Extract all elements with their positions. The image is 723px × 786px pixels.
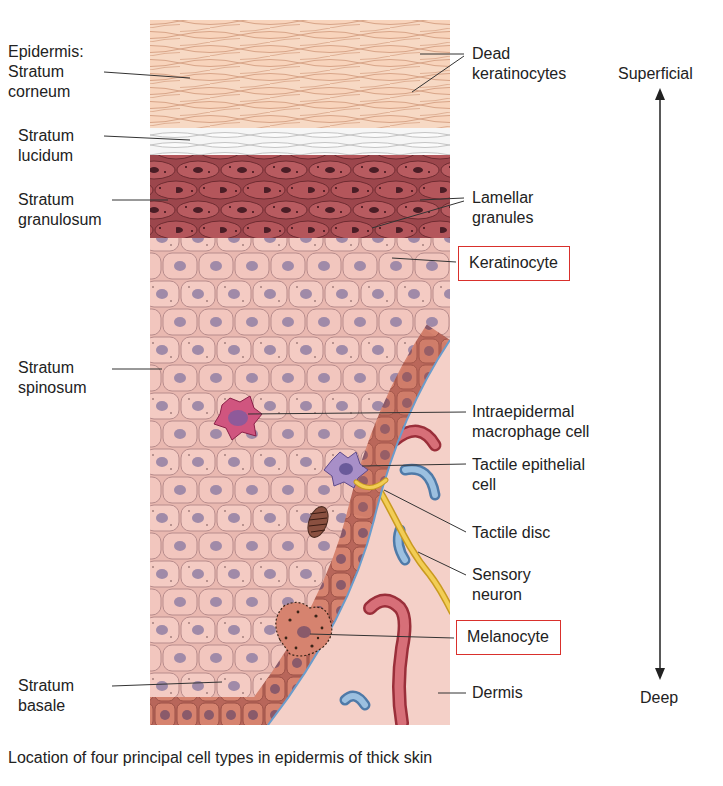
- highlight-box: Melanocyte: [456, 620, 561, 655]
- part-label: Stratum granulosum: [18, 190, 110, 230]
- cell-type-label: Keratinocyte: [469, 253, 558, 273]
- highlight-box: Keratinocyte: [458, 246, 570, 281]
- part-label: Tactile epithelial cell: [472, 455, 602, 495]
- part-label: Sensory neuron: [472, 565, 572, 605]
- part-label: Epidermis: Stratum corneum: [8, 42, 103, 102]
- part-label: Tactile disc: [472, 523, 550, 543]
- part-label: Lamellar granules: [472, 188, 572, 228]
- part-label: Stratum spinosum: [18, 358, 110, 398]
- part-label: Superficial: [618, 64, 693, 84]
- part-label: Intraepidermal macrophage cell: [472, 402, 632, 442]
- cell-type-label: Melanocyte: [467, 627, 549, 647]
- part-label: Dead keratinocytes: [472, 44, 584, 84]
- part-label: Dermis: [472, 683, 523, 703]
- part-label: Stratum lucidum: [18, 126, 108, 166]
- part-label: Stratum basale: [18, 676, 110, 716]
- figure-caption: Location of four principal cell types in…: [8, 748, 432, 768]
- depth-arrow: [655, 88, 665, 680]
- leader-lines: [104, 54, 466, 693]
- part-label: Deep: [640, 688, 678, 708]
